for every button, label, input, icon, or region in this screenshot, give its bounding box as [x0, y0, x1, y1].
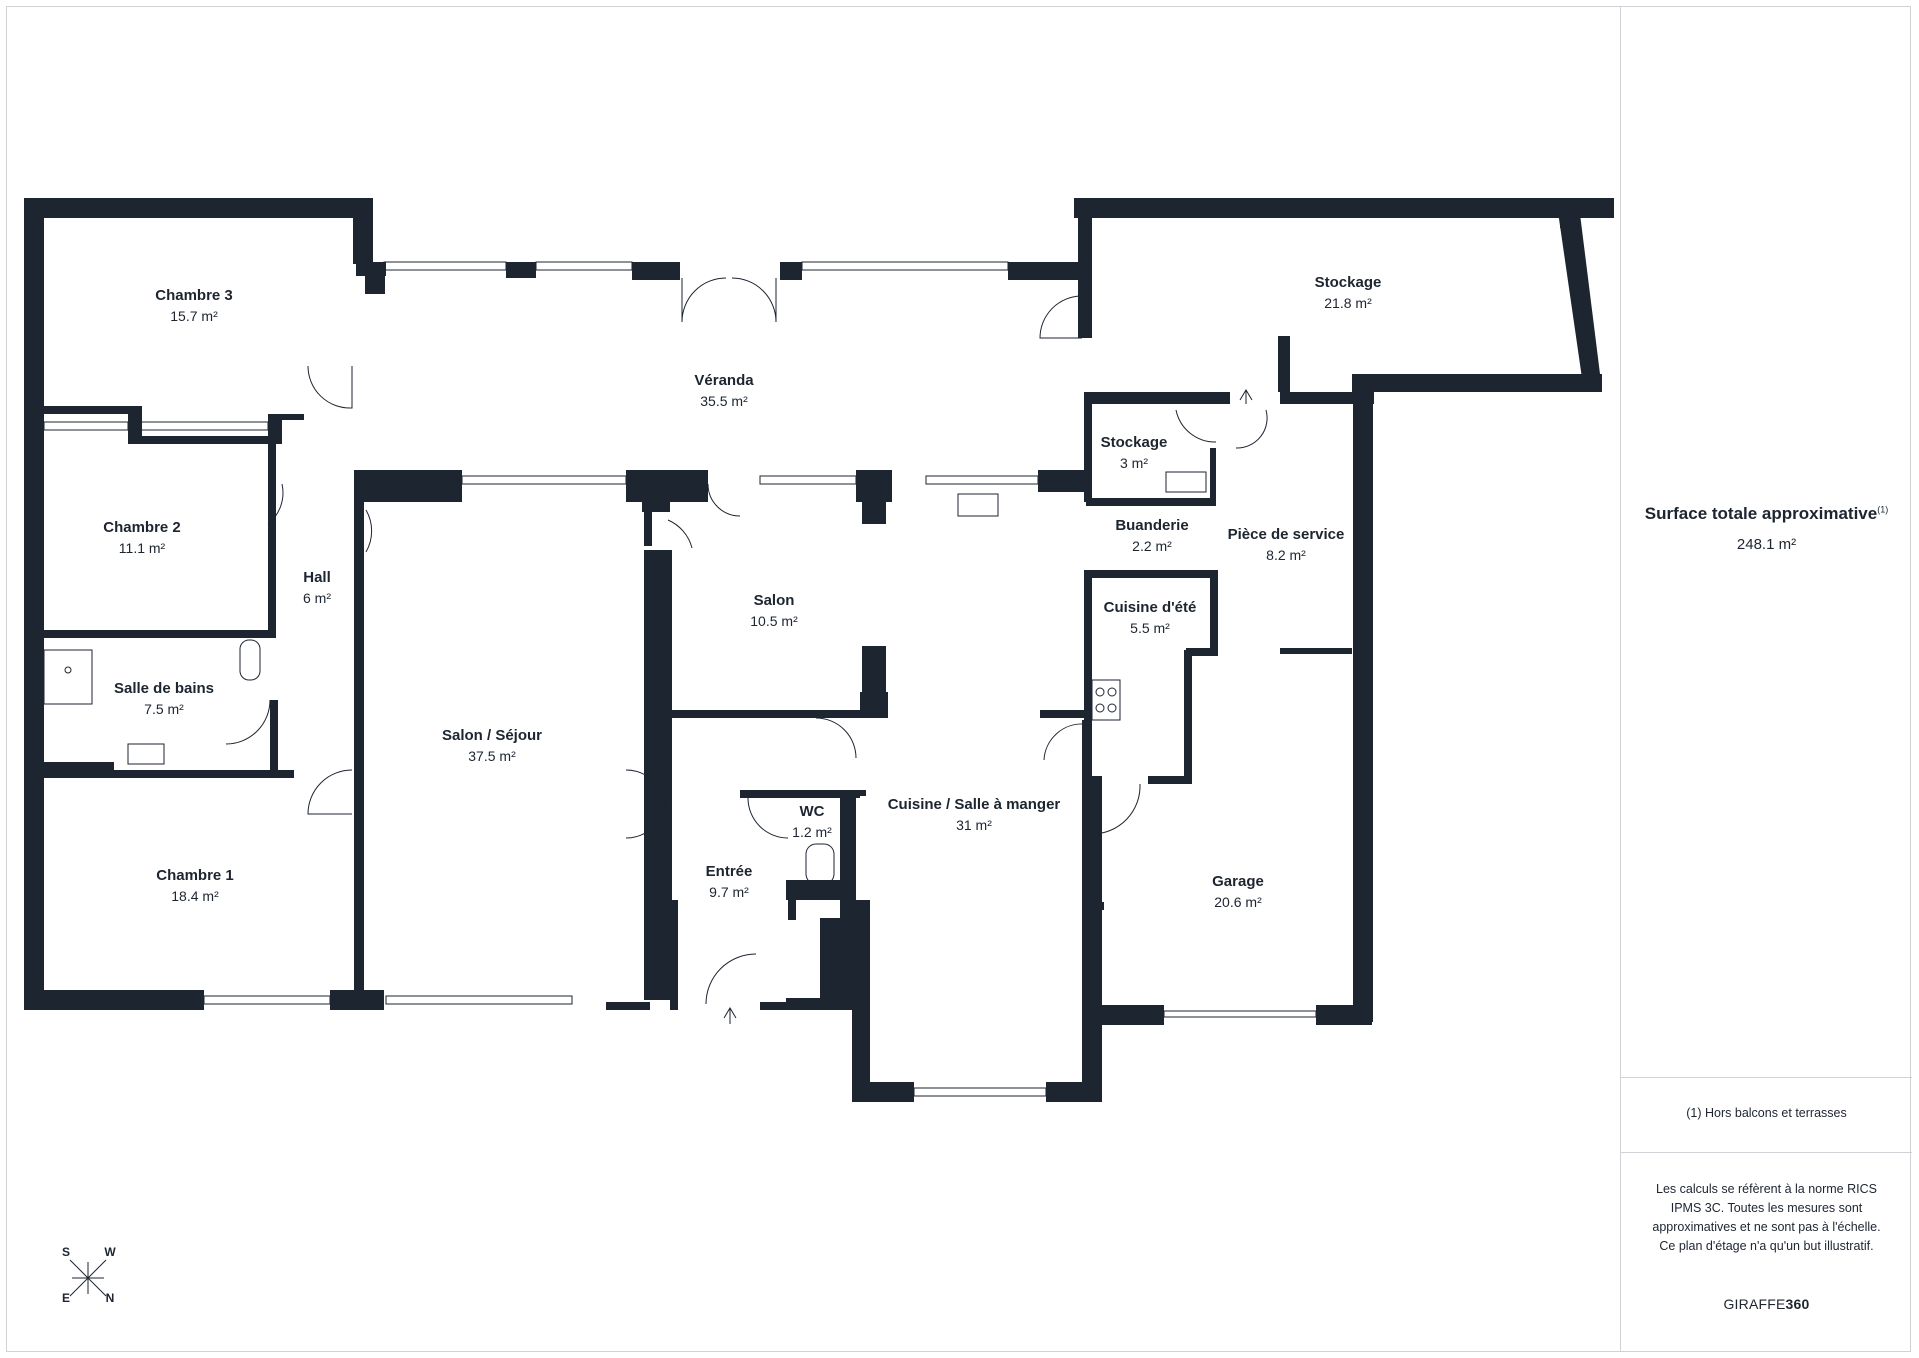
room-area-cuisine-salle-a-manger: 31 m²	[956, 817, 992, 833]
compass: S W E N	[62, 1245, 116, 1305]
room-area-chambre-1: 18.4 m²	[171, 888, 219, 904]
page-frame	[6, 6, 1911, 1352]
room-name-salon: Salon	[754, 592, 795, 609]
room-labels: Chambre 3 15.7 m² Véranda 35.5 m² Stocka…	[103, 274, 1381, 910]
room-name-stockage-small: Stockage	[1101, 434, 1168, 451]
room-area-salon: 10.5 m²	[750, 613, 798, 629]
total-area-value: 248.1 m²	[1736, 536, 1797, 553]
compass-east: E	[62, 1291, 70, 1305]
room-area-chambre-2: 11.1 m²	[119, 540, 166, 556]
room-area-buanderie: 2.2 m²	[1132, 538, 1172, 554]
brand-prefix: GIRAFFE	[1723, 1296, 1786, 1312]
compass-west: W	[104, 1245, 116, 1259]
room-name-chambre-3: Chambre 3	[155, 287, 233, 304]
room-area-salon-sejour: 37.5 m²	[468, 748, 516, 764]
room-name-garage: Garage	[1212, 873, 1264, 890]
room-area-stockage-large: 21.8 m²	[1324, 295, 1372, 311]
room-area-wc: 1.2 m²	[792, 824, 832, 840]
footnote: (1) Hors balcons et terrasses	[1686, 1106, 1847, 1120]
room-name-buanderie: Buanderie	[1115, 517, 1188, 534]
sidebar-divider	[1621, 1152, 1912, 1153]
room-name-cuisine-salle-a-manger: Cuisine / Salle à manger	[888, 796, 1061, 813]
room-name-veranda: Véranda	[694, 372, 754, 389]
room-name-stockage-large: Stockage	[1315, 274, 1382, 291]
brand-logo: GIRAFFE360	[1621, 1296, 1912, 1312]
room-area-veranda: 35.5 m²	[700, 393, 748, 409]
total-area-label: Surface totale approximative(1)	[1621, 504, 1912, 524]
brand-suffix: 360	[1785, 1296, 1810, 1312]
room-area-salle-de-bains: 7.5 m²	[144, 701, 184, 717]
room-area-entree: 9.7 m²	[709, 884, 749, 900]
room-name-entree: Entrée	[706, 863, 753, 880]
room-area-stockage-small: 3 m²	[1120, 455, 1148, 471]
total-area-note-marker: (1)	[1877, 504, 1889, 515]
compass-south: S	[62, 1245, 70, 1259]
room-name-piece-de-service: Pièce de service	[1228, 526, 1345, 543]
room-name-cuisine-ete: Cuisine d'été	[1104, 599, 1197, 616]
floor-plan: Chambre 3 15.7 m² Véranda 35.5 m² Stocka…	[24, 198, 1614, 1305]
windows	[29, 249, 1365, 1097]
doors	[225, 277, 1268, 1024]
room-name-chambre-2: Chambre 2	[103, 519, 181, 536]
fixtures	[43, 471, 1207, 885]
room-name-salon-sejour: Salon / Séjour	[442, 727, 542, 744]
room-name-salle-de-bains: Salle de bains	[114, 680, 214, 697]
disclaimer: Les calculs se réfèrent à la norme RICS …	[1652, 1182, 1881, 1253]
walls	[24, 198, 1614, 1102]
compass-north: N	[106, 1291, 115, 1305]
compass-rose-icon	[69, 1259, 107, 1297]
room-name-chambre-1: Chambre 1	[156, 867, 234, 884]
total-area-label-text: Surface totale approximative	[1644, 504, 1878, 523]
room-name-hall: Hall	[303, 569, 331, 586]
sidebar-divider	[1621, 1077, 1912, 1078]
room-name-wc: WC	[800, 803, 825, 820]
room-area-hall: 6 m²	[303, 590, 331, 606]
room-area-chambre-3: 15.7 m²	[170, 308, 218, 324]
info-sidebar: Surface totale approximative(1) 248.1 m²…	[1620, 6, 1912, 1352]
room-area-cuisine-ete: 5.5 m²	[1130, 620, 1170, 636]
room-area-piece-de-service: 8.2 m²	[1266, 547, 1306, 563]
room-area-garage: 20.6 m²	[1214, 894, 1262, 910]
